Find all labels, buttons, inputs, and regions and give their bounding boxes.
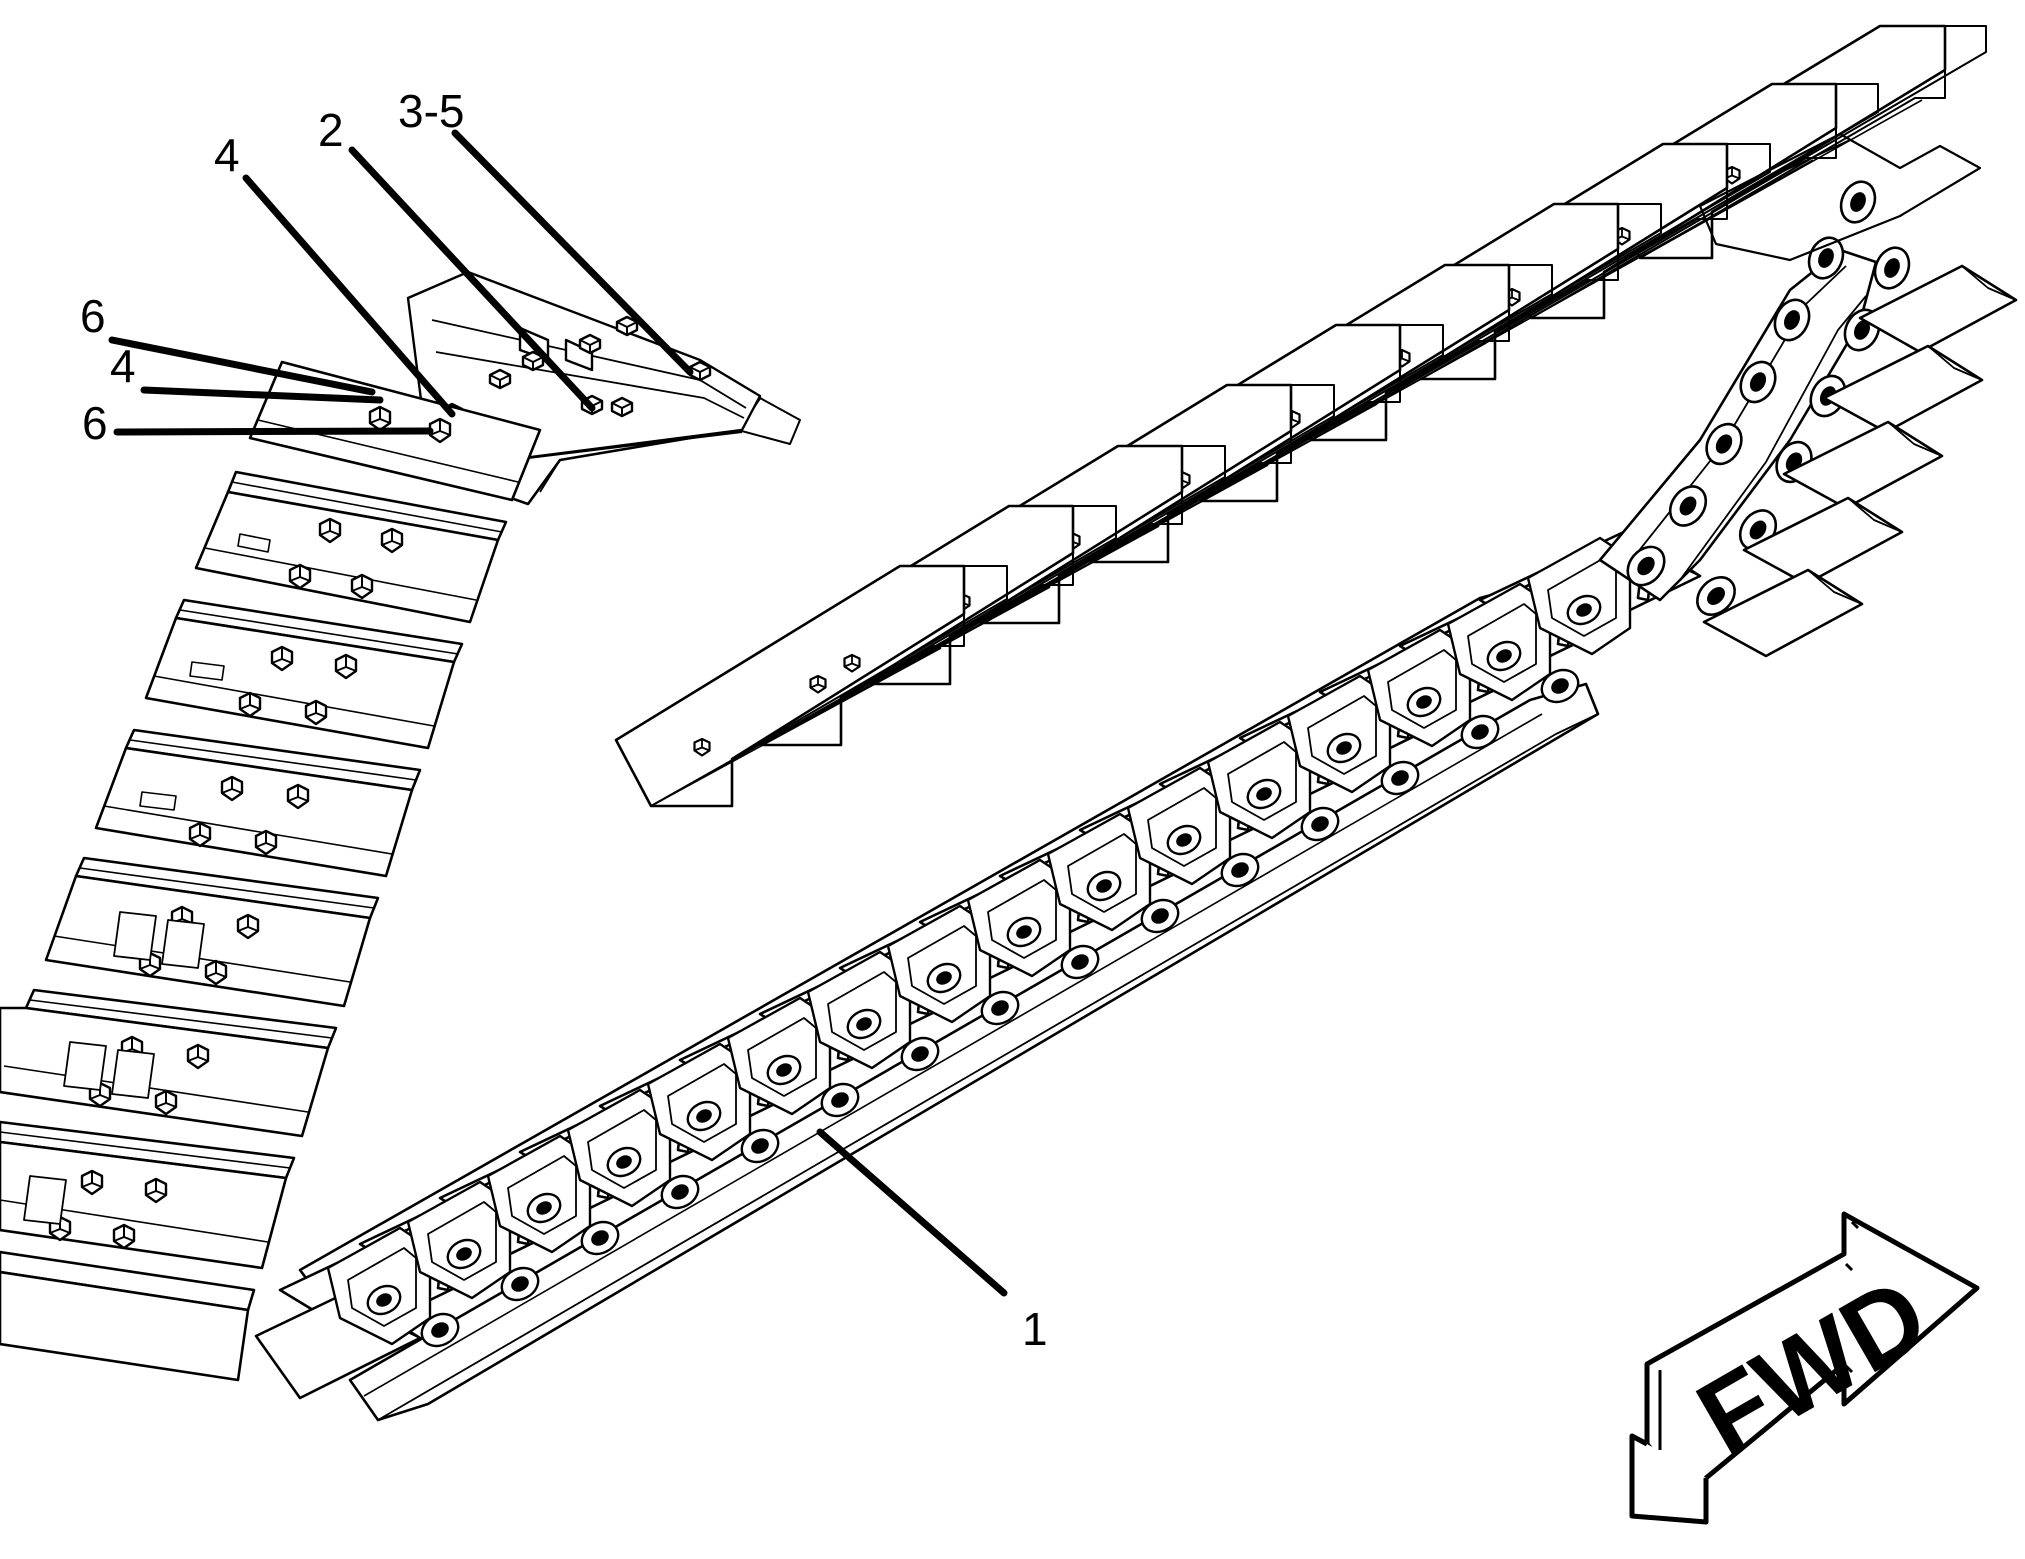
leader-4a <box>242 174 456 418</box>
track-pad <box>124 616 456 792</box>
callout-4a-label: 4 <box>214 129 240 181</box>
callout-3-5-label: 3-5 <box>398 85 465 137</box>
track-link <box>726 996 832 1116</box>
callout-leaders <box>108 129 1008 1297</box>
callout-4b-label: 4 <box>110 340 136 392</box>
track-pad <box>174 490 500 664</box>
track-pad <box>0 1140 288 1312</box>
leader-6a <box>108 336 376 396</box>
grouser-shoe <box>614 564 1008 808</box>
leader-3-5 <box>451 129 694 376</box>
track-link <box>1526 536 1632 656</box>
track-link <box>1446 582 1552 702</box>
leader-1 <box>816 1128 1008 1297</box>
track-link <box>646 1042 752 1162</box>
track-pad <box>24 874 372 1050</box>
leader-2 <box>348 146 596 412</box>
track-pin-bosses <box>420 668 1580 1348</box>
callout-1-label: 1 <box>1022 1303 1048 1355</box>
track-link <box>1286 674 1392 794</box>
track-link <box>1046 812 1152 932</box>
callout-2-label: 2 <box>318 104 344 156</box>
leader-6b <box>113 427 434 436</box>
callout-6b-label: 6 <box>82 397 108 449</box>
track-link <box>1366 628 1472 748</box>
track-link <box>886 904 992 1024</box>
leader-4b <box>140 386 384 404</box>
track-link <box>566 1088 672 1208</box>
track-link <box>406 1180 512 1300</box>
track-top-run <box>408 24 1987 808</box>
track-link <box>1126 766 1232 886</box>
track-link <box>486 1134 592 1254</box>
track-right-end <box>1598 132 2018 658</box>
track-links <box>326 536 1632 1348</box>
callout-6a-label: 6 <box>80 290 106 342</box>
